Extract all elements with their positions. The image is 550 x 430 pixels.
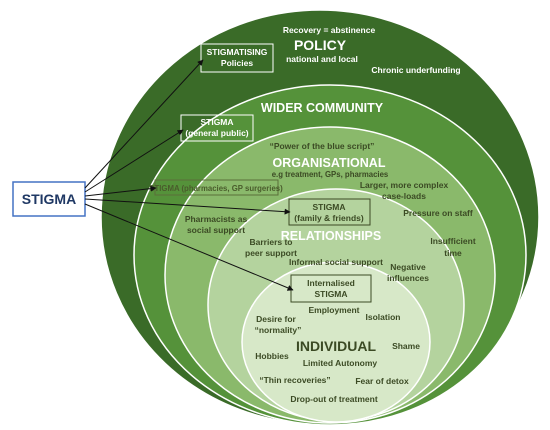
organisational-factor-caseloads-2: case-loads [382,191,426,201]
relationships-stigma-line2: (family & friends) [294,213,364,223]
arrow-to-individual [84,203,294,291]
policy-stigma-line1: STIGMATISING [207,47,268,57]
relationships-factor-negative-2: influences [387,273,429,283]
individual-factor-normality-2: “normality” [255,325,302,335]
community-stigma-box [180,114,254,142]
organisational-factor-blue-script: “Power of the blue script” [270,141,375,151]
relationships-factor-barriers-1: Barriers to [250,237,293,247]
individual-factor-shame: Shame [392,341,420,351]
individual-stigma-line1: Internalised [307,278,355,288]
individual-factor-isolation: Isolation [366,312,401,322]
individual-factor-hobbies: Hobbies [255,351,289,361]
arrow-to-organisational [84,185,157,197]
individual-factor-thin: “Thin recoveries” [259,375,330,385]
individual-factor-dropout: Drop-out of treatment [290,394,378,404]
relationships-factor-informal: Informal social support [289,257,383,267]
community-stigma-line2: (general public) [185,128,248,138]
organisational-factor-caseloads-1: Larger, more complex [360,180,449,190]
arrow-to-policy [84,59,204,189]
relationships-factor-negative-1: Negative [390,262,426,272]
policy-factor-recovery: Recovery = abstinence [283,25,376,35]
individual-stigma-line2: STIGMA [314,289,347,299]
arrow-to-community [84,129,184,193]
relationships-title: RELATIONSHIPS [281,229,381,243]
community-stigma-line1: STIGMA [200,117,233,127]
individual-factor-employment: Employment [308,305,359,315]
organisational-title: ORGANISATIONAL [273,156,386,170]
policy-factor-underfunding: Chronic underfunding [371,65,460,75]
policy-title: POLICY [294,37,347,53]
relationships-stigma-line1: STIGMA [312,202,345,212]
policy-stigma-box [200,43,274,73]
organisational-factor-pharmacists-2: social support [187,225,245,235]
individual-factor-autonomy: Limited Autonomy [303,358,378,368]
community-title: WIDER COMMUNITY [261,101,384,115]
policy-stigma-line2: Policies [221,58,253,68]
individual-factor-detox: Fear of detox [355,376,409,386]
individual-layer [241,261,431,423]
individual-factor-normality-1: Desire for [256,314,296,324]
stigma-source-label: STIGMA [22,191,76,207]
organisational-factor-pressure: Pressure on staff [403,208,473,218]
relationships-factor-barriers-2: peer support [245,248,297,258]
stigma-source-box [12,181,86,217]
organisational-stigma-label: STIGMA (pharmacies, GP surgeries) [149,184,283,193]
policy-subtitle: national and local [286,54,358,64]
individual-title: INDIVIDUAL [296,338,377,354]
arrow-to-relationships [84,198,291,215]
organisational-subtitle: e.g treatment, GPs, pharmacies [272,170,389,179]
organisational-factor-pharmacists-1: Pharmacists as [185,214,248,224]
organisational-factor-time-2: time [444,248,462,258]
organisational-factor-time-1: Insufficient [430,236,476,246]
